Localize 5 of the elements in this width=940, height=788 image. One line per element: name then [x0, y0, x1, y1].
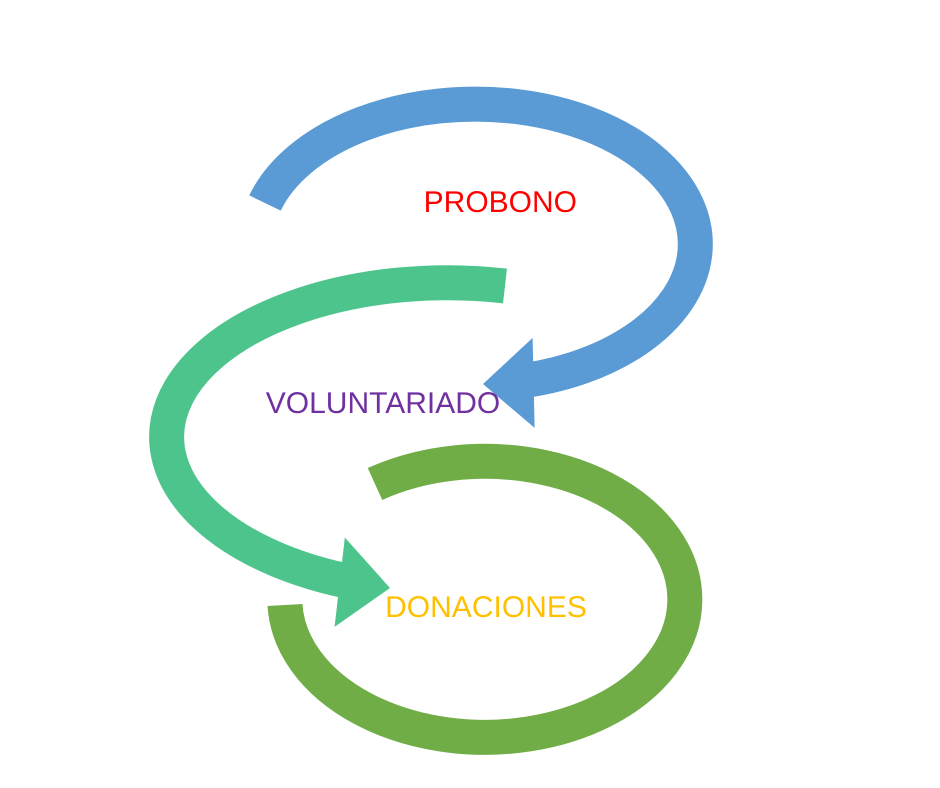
curved-arrow	[250, 86, 713, 426]
node-label: PROBONO	[424, 185, 577, 221]
node-label: VOLUNTARIADO	[266, 386, 500, 422]
curved-arrow	[149, 265, 506, 625]
node-label: DONACIONES	[385, 590, 587, 626]
